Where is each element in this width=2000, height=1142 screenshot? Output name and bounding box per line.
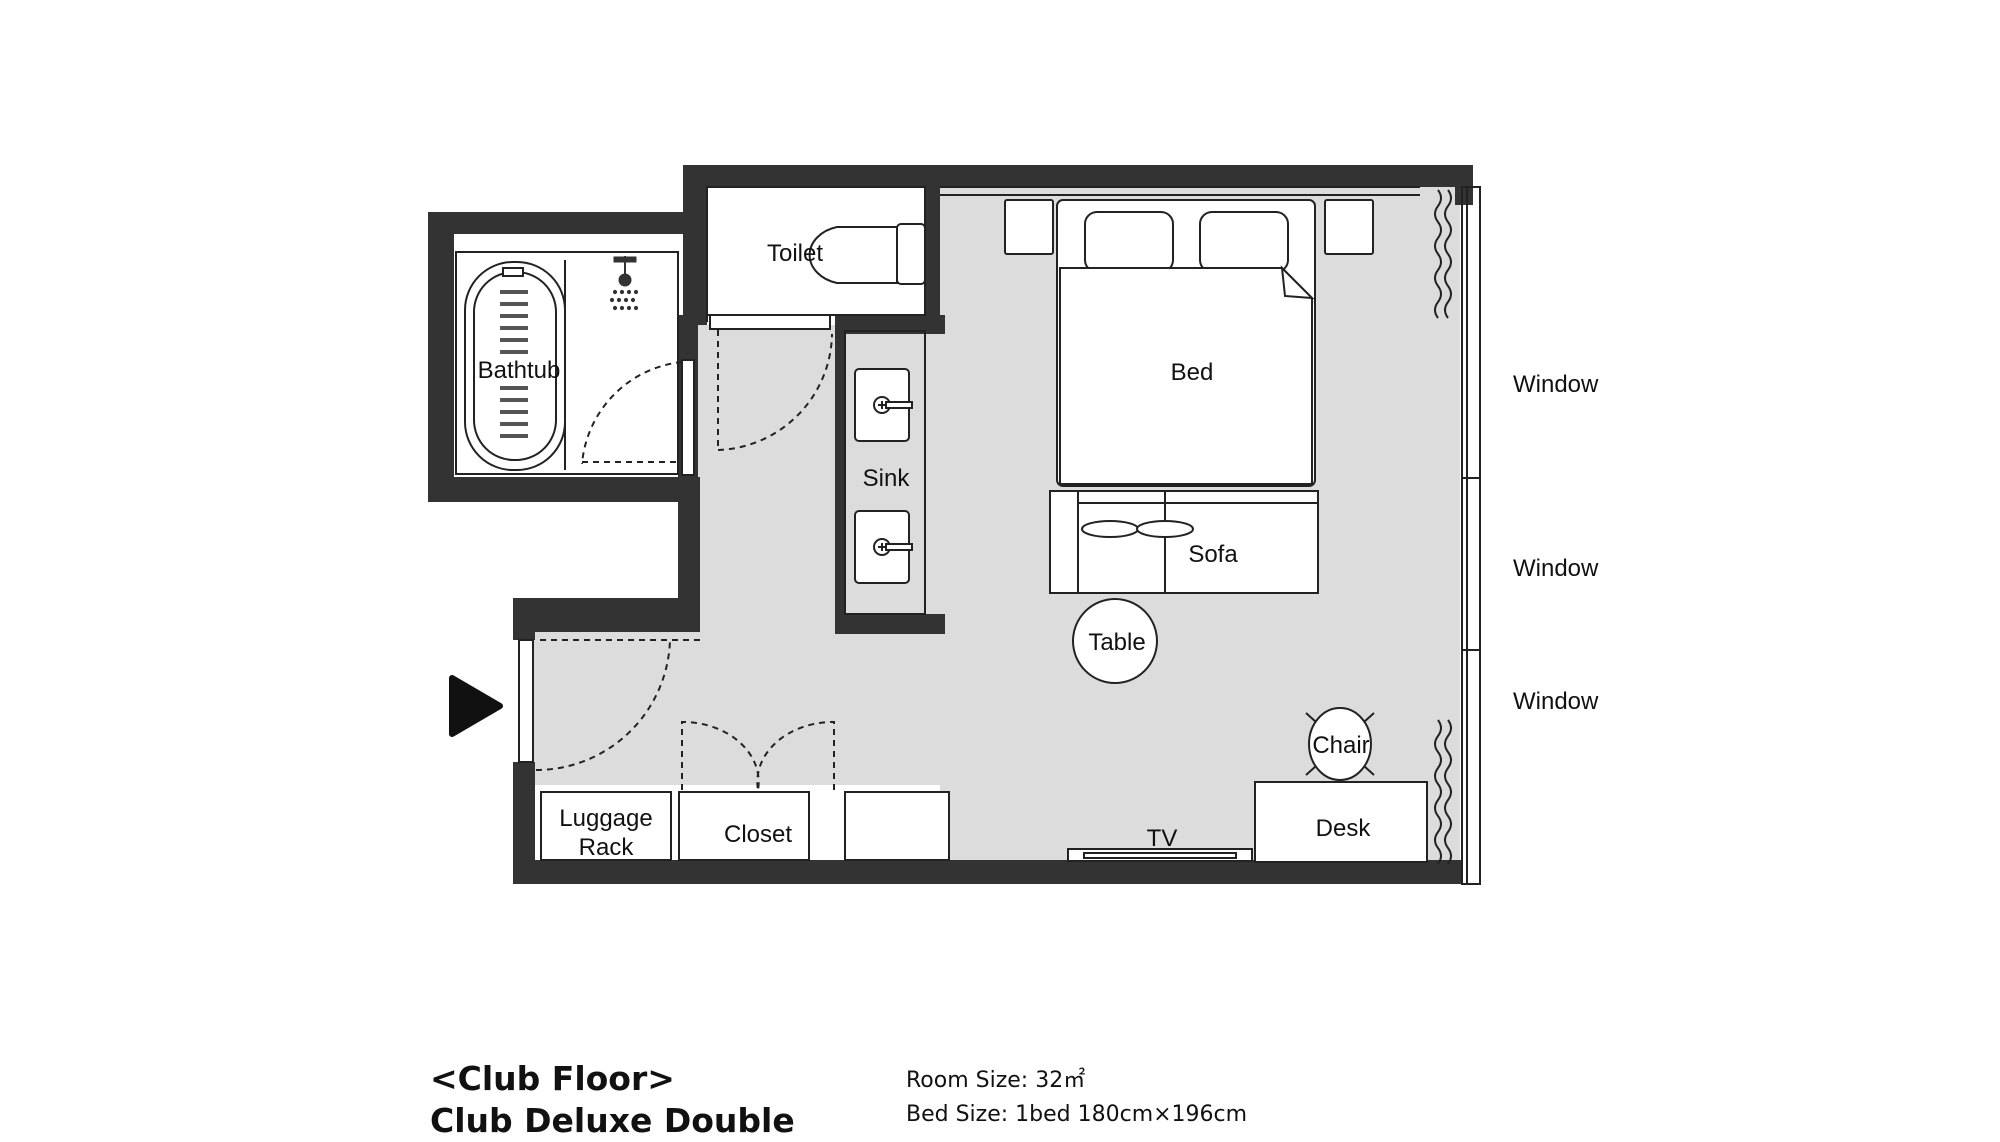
room-size-text: Room Size: 32㎡ xyxy=(906,1068,1086,1093)
entrance-door xyxy=(518,639,700,771)
floor-title: <Club Floor> xyxy=(430,1059,675,1098)
window-label: Window xyxy=(1513,371,1599,398)
closet-label: Closet xyxy=(724,821,792,848)
desk-icon xyxy=(1254,781,1428,863)
luggage-rack-label-line1: Luggage xyxy=(559,805,652,832)
table-label: Table xyxy=(1088,629,1145,656)
window-label: Window xyxy=(1513,688,1599,715)
closet-icon xyxy=(540,791,950,861)
sink-label: Sink xyxy=(863,465,911,492)
table-icon xyxy=(1072,598,1158,684)
toilet-door xyxy=(709,314,833,451)
bathtub-icon xyxy=(464,261,566,471)
luggage-rack-label-line2: Rack xyxy=(579,834,635,861)
tv-icon xyxy=(1067,848,1253,862)
window-label: Window xyxy=(1513,555,1599,582)
chair-label: Chair xyxy=(1312,732,1369,759)
curtain-bottom xyxy=(1434,719,1452,865)
shower-icon xyxy=(609,256,639,311)
window-frame xyxy=(1461,186,1481,885)
desk-label: Desk xyxy=(1316,815,1372,842)
sink-icon xyxy=(854,368,913,584)
toilet-label: Toilet xyxy=(767,240,823,267)
sofa-icon xyxy=(1049,490,1319,594)
room-type-title: Club Deluxe Double xyxy=(430,1101,795,1140)
curtain-top xyxy=(1434,189,1452,319)
sofa-label: Sofa xyxy=(1188,541,1238,568)
chair-icon xyxy=(1305,707,1375,781)
tv-label: TV xyxy=(1147,825,1178,852)
entrance-arrow-icon xyxy=(449,675,503,737)
bathtub-label: Bathtub xyxy=(478,357,561,384)
bathroom-door xyxy=(581,359,695,476)
bed-label: Bed xyxy=(1171,359,1214,386)
bed-icon xyxy=(1004,199,1374,487)
bed-size-text: Bed Size: 1bed 180cm×196cm xyxy=(906,1102,1248,1127)
toilet-icon xyxy=(808,223,926,285)
vanity-counter xyxy=(844,330,926,615)
closet-doors xyxy=(681,720,835,791)
